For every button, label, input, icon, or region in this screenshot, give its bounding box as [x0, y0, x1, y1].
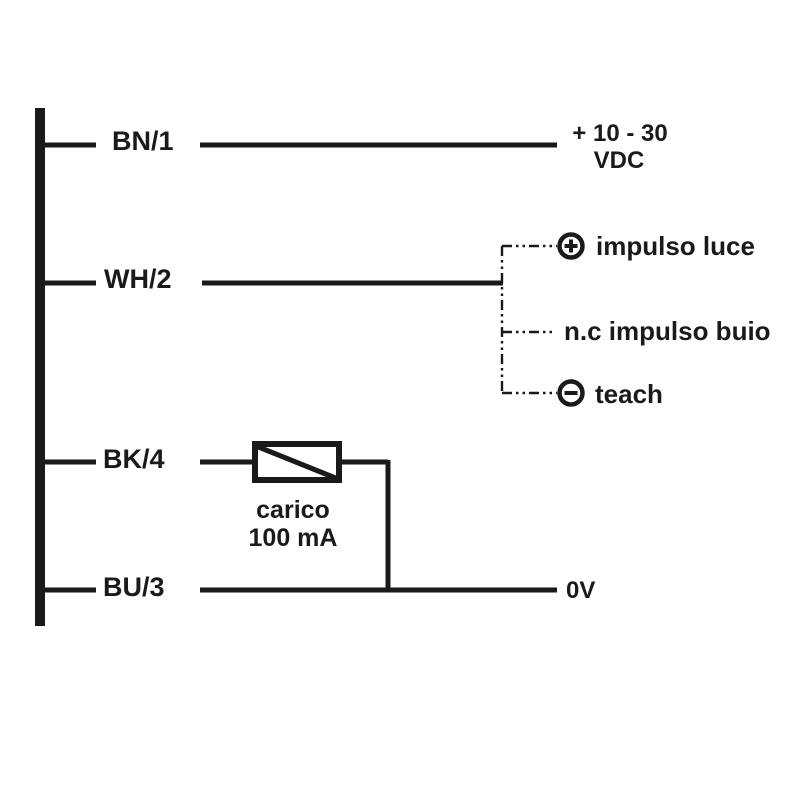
connector-bar: [35, 108, 45, 626]
wire-bk4-label: BK/4: [103, 444, 165, 474]
ground-label: 0V: [566, 577, 595, 604]
wire-bu3-label: BU/3: [103, 572, 165, 602]
load-label-line2: 100 mA: [249, 524, 338, 552]
supply-label-line1: + 10 - 30: [572, 120, 667, 147]
function-label-impulso-luce: impulso luce: [596, 231, 755, 261]
wire-bn1-label: BN/1: [112, 126, 174, 156]
supply-label-line2: VDC: [594, 147, 645, 174]
plus-icon-strokes: [564, 239, 578, 253]
wire-wh2-label: WH/2: [104, 264, 172, 294]
function-label-teach: teach: [595, 379, 663, 409]
load-symbol-diagonal: [255, 443, 339, 482]
load-label-line1: carico: [256, 496, 330, 524]
function-label-impulso-buio: n.c impulso buio: [564, 316, 771, 346]
